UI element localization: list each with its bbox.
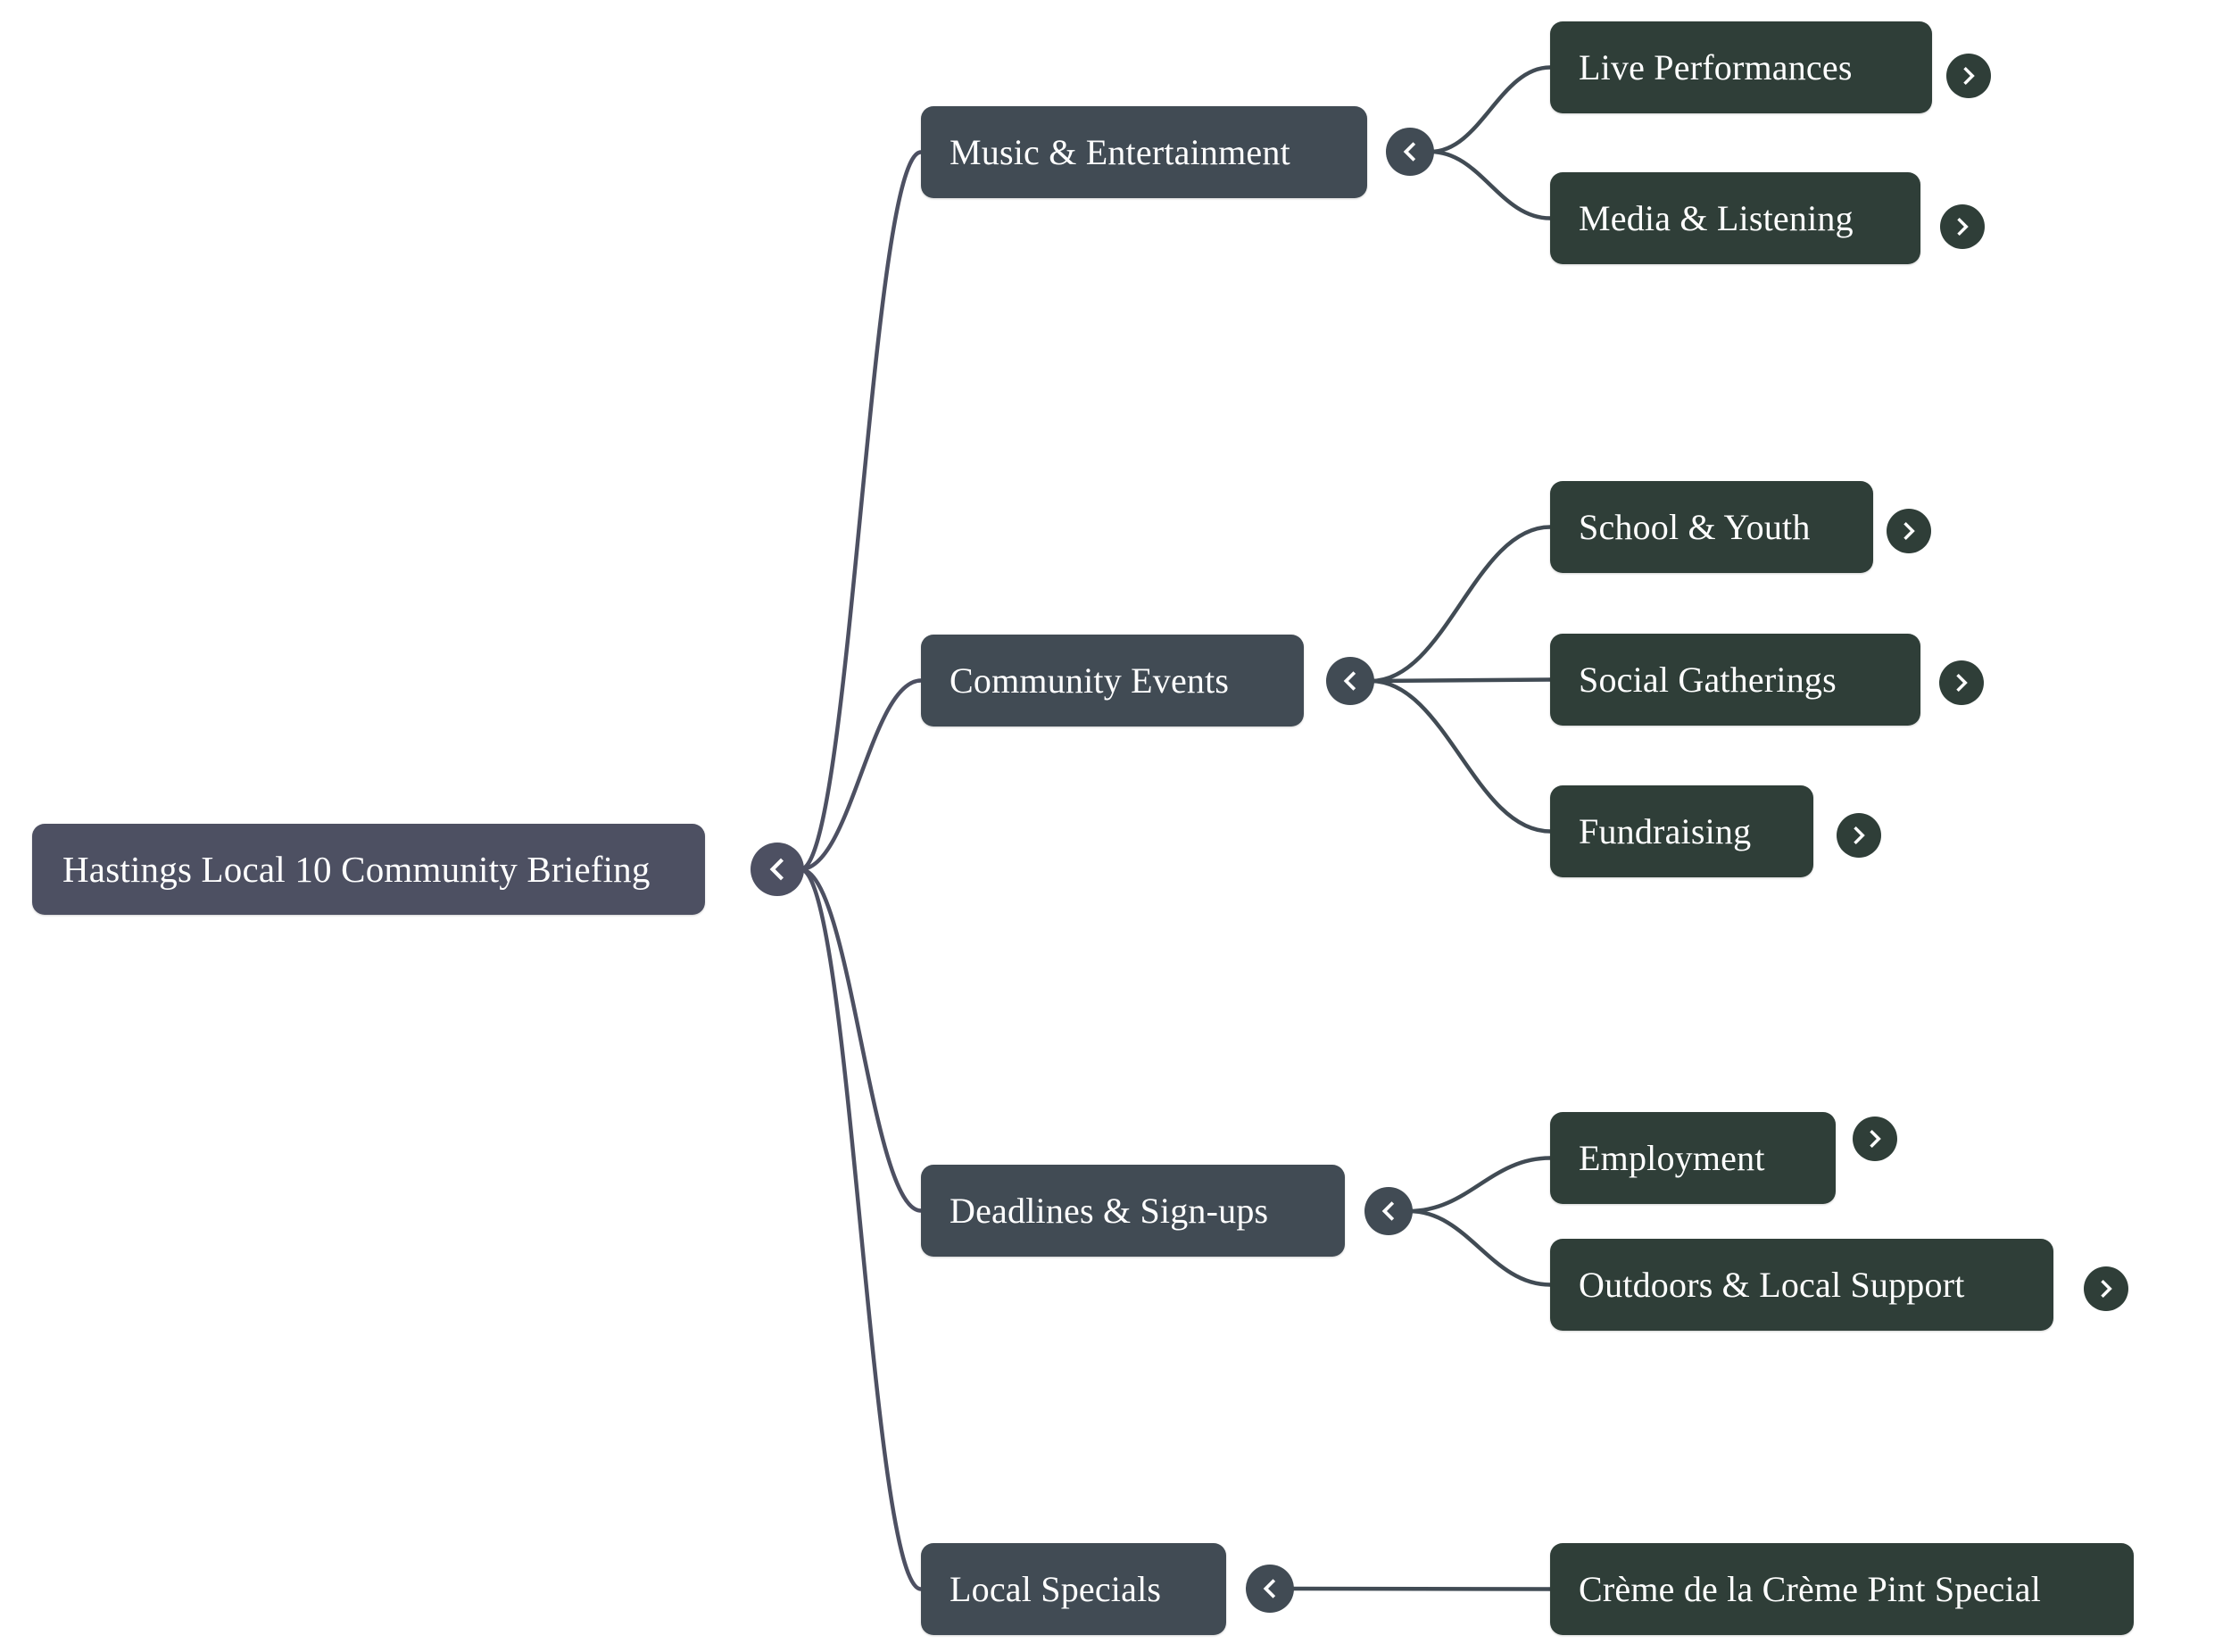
edge-community-events-to-fundraising xyxy=(1368,678,1553,834)
node-label: Hastings Local 10 Community Briefing xyxy=(62,849,651,890)
chevron-right-icon xyxy=(1870,1129,1881,1149)
branch-toggle-deadlines-and-sign-ups[interactable] xyxy=(1364,1187,1413,1235)
leaf-toggle-outdoors-and-local-support[interactable] xyxy=(2084,1266,2128,1311)
edge-local-specials-to-cr-me-de-la-cr-me-pint-special xyxy=(1288,1586,1553,1591)
node-label: Live Performances xyxy=(1579,47,1853,87)
node-label: Fundraising xyxy=(1579,811,1752,851)
chevron-right-icon xyxy=(2101,1279,2112,1299)
edge-root-to-music-and-entertainment xyxy=(798,150,924,872)
node-label: Crème de la Crème Pint Special xyxy=(1579,1569,2042,1609)
leaf-toggle-employment[interactable] xyxy=(1853,1117,1897,1161)
leaf-node-fundraising[interactable]: Fundraising xyxy=(1550,785,1813,877)
branch-toggle-local-specials[interactable] xyxy=(1246,1565,1294,1613)
node-label: Social Gatherings xyxy=(1579,660,1837,700)
chevron-right-icon xyxy=(1903,521,1915,541)
branch-toggle-community-events[interactable] xyxy=(1326,657,1374,705)
leaf-toggle-school-and-youth[interactable] xyxy=(1887,509,1931,553)
edge-deadlines-and-sign-ups-to-employment xyxy=(1406,1156,1553,1214)
chevron-right-icon xyxy=(1963,66,1975,86)
node-label: Employment xyxy=(1579,1138,1765,1178)
node-label: Local Specials xyxy=(950,1569,1162,1609)
edge-community-events-to-social-gatherings xyxy=(1368,677,1553,684)
chevron-right-icon xyxy=(1957,217,1969,237)
chevron-right-icon xyxy=(1956,673,1968,693)
chevron-left-icon xyxy=(1381,1201,1395,1221)
leaf-toggle-media-and-listening[interactable] xyxy=(1940,204,1985,249)
edge-root-to-community-events xyxy=(798,678,924,872)
chevron-right-icon xyxy=(1854,826,1865,845)
node-label: Outdoors & Local Support xyxy=(1579,1265,1965,1305)
root-collapse-toggle[interactable] xyxy=(751,843,804,896)
leaf-node-live-performances[interactable]: Live Performances xyxy=(1550,21,1932,113)
edge-deadlines-and-sign-ups-to-outdoors-and-local-support xyxy=(1406,1208,1553,1287)
node-label: School & Youth xyxy=(1579,507,1811,547)
chevron-left-icon xyxy=(1263,1579,1276,1598)
branch-node-music-and-entertainment[interactable]: Music & Entertainment xyxy=(921,106,1367,198)
edge-music-and-entertainment-to-media-and-listening xyxy=(1428,149,1553,220)
branch-node-local-specials[interactable]: Local Specials xyxy=(921,1543,1226,1635)
chevron-left-icon xyxy=(1403,142,1416,162)
leaf-node-social-gatherings[interactable]: Social Gatherings xyxy=(1550,634,1920,726)
chevron-left-icon xyxy=(769,858,784,881)
branch-toggle-music-and-entertainment[interactable] xyxy=(1386,128,1434,176)
branch-node-community-events[interactable]: Community Events xyxy=(921,635,1304,726)
edge-music-and-entertainment-to-live-performances xyxy=(1428,65,1553,154)
root-node[interactable]: Hastings Local 10 Community Briefing xyxy=(32,824,705,915)
chevron-left-icon xyxy=(1343,671,1356,691)
leaf-toggle-live-performances[interactable] xyxy=(1946,54,1991,98)
node-label: Community Events xyxy=(950,660,1230,701)
edge-root-to-local-specials xyxy=(798,867,924,1591)
node-label: Media & Listening xyxy=(1579,198,1854,238)
leaf-node-school-and-youth[interactable]: School & Youth xyxy=(1550,481,1873,573)
leaf-node-outdoors-and-local-support[interactable]: Outdoors & Local Support xyxy=(1550,1239,2053,1331)
leaf-node-employment[interactable]: Employment xyxy=(1550,1112,1836,1204)
node-label: Deadlines & Sign-ups xyxy=(950,1191,1269,1231)
branch-node-deadlines-and-sign-ups[interactable]: Deadlines & Sign-ups xyxy=(921,1165,1345,1257)
edge-community-events-to-school-and-youth xyxy=(1368,525,1553,684)
node-label: Music & Entertainment xyxy=(950,132,1290,172)
leaf-node-cr-me-de-la-cr-me-pint-special[interactable]: Crème de la Crème Pint Special xyxy=(1550,1543,2134,1635)
leaf-toggle-social-gatherings[interactable] xyxy=(1939,660,1984,705)
edge-root-to-deadlines-and-sign-ups xyxy=(798,867,924,1213)
leaf-node-media-and-listening[interactable]: Media & Listening xyxy=(1550,172,1920,264)
leaf-toggle-fundraising[interactable] xyxy=(1837,813,1881,858)
